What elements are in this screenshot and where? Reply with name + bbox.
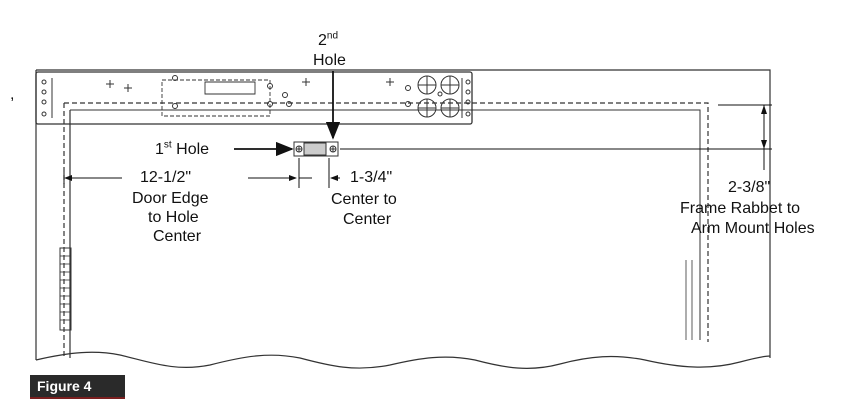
- door-edge-line1: Door Edge: [132, 190, 209, 207]
- hole-bracket: [293, 141, 339, 157]
- door-edge-line2: to Hole: [148, 209, 199, 226]
- break-line: [35, 351, 771, 369]
- door-edge-dim-value: 12-1/2": [140, 169, 192, 186]
- arm-mount-holes: [417, 75, 460, 118]
- rabbet-line1: Frame Rabbet to: [680, 200, 801, 217]
- stray-mark: ,: [10, 86, 15, 103]
- second-hole-word: Hole: [313, 52, 346, 69]
- mounting-plate: [35, 71, 473, 125]
- rabbet-line2: Arm Mount Holes: [691, 220, 815, 237]
- figure-underline: [30, 397, 125, 399]
- door-edge-line3: Center: [153, 228, 202, 245]
- figure-label: Figure 4: [30, 375, 125, 398]
- frame-outline: [36, 69, 771, 358]
- c2c-dim-value: 1-3/4": [350, 169, 393, 186]
- hinge: [59, 247, 72, 331]
- first-hole-label: 1st Hole: [155, 139, 210, 158]
- c2c-line2: Center: [343, 211, 392, 228]
- c2c-line1: Center to: [331, 191, 397, 208]
- rabbet-outline: [64, 102, 709, 342]
- rabbet-dim-value: 2-3/8": [728, 179, 771, 196]
- second-hole-label: 2nd: [318, 30, 339, 49]
